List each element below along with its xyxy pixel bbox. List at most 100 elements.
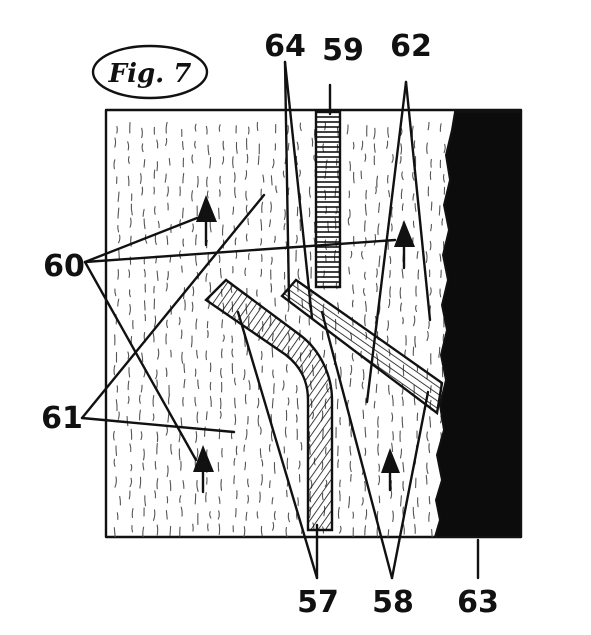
texture-stroke bbox=[232, 206, 235, 215]
texture-stroke bbox=[339, 366, 342, 379]
texture-stroke bbox=[154, 490, 157, 499]
texture-stroke bbox=[375, 282, 378, 293]
texture-stroke bbox=[428, 512, 431, 522]
texture-stroke bbox=[362, 369, 365, 381]
texture-stroke bbox=[377, 475, 381, 486]
texture-stroke bbox=[259, 448, 262, 459]
texture-stroke bbox=[260, 350, 263, 360]
texture-stroke bbox=[181, 351, 184, 364]
texture-stroke bbox=[364, 480, 366, 492]
texture-stroke bbox=[425, 251, 428, 263]
texture-stroke bbox=[349, 445, 352, 456]
texture-stroke bbox=[283, 223, 286, 231]
texture-stroke bbox=[182, 172, 185, 184]
texture-stroke bbox=[219, 175, 221, 184]
texture-stroke bbox=[414, 524, 416, 534]
texture-stroke bbox=[388, 384, 390, 395]
texture-stroke bbox=[339, 479, 341, 488]
texture-stroke bbox=[222, 334, 225, 342]
texture-stroke bbox=[364, 153, 367, 162]
texture-stroke bbox=[378, 463, 380, 472]
texture-stroke bbox=[209, 511, 212, 519]
texture-stroke bbox=[156, 478, 159, 490]
texture-stroke bbox=[221, 156, 225, 165]
texture-stroke bbox=[233, 475, 235, 485]
texture-stroke bbox=[191, 223, 194, 233]
texture-stroke bbox=[166, 319, 169, 329]
texture-stroke bbox=[221, 348, 223, 359]
texture-stroke bbox=[243, 526, 246, 537]
texture-stroke bbox=[287, 512, 291, 523]
texture-stroke bbox=[438, 205, 441, 216]
texture-stroke bbox=[131, 524, 134, 533]
texture-stroke bbox=[323, 349, 326, 358]
texture-stroke bbox=[430, 201, 433, 211]
texture-stroke bbox=[204, 426, 206, 437]
texture-stroke bbox=[245, 204, 248, 215]
texture-stroke bbox=[337, 459, 339, 468]
texture-stroke bbox=[130, 463, 133, 472]
flow-arrows bbox=[193, 195, 415, 494]
figure-title-group: Fig. 7 bbox=[91, 44, 209, 100]
texture-stroke bbox=[391, 442, 394, 453]
texture-stroke bbox=[427, 121, 430, 131]
texture-stroke bbox=[205, 125, 208, 135]
arrow-up-icon bbox=[193, 445, 214, 494]
texture-stroke bbox=[271, 497, 274, 505]
reference-numerals: 64 59 62 60 61 57 58 63 bbox=[41, 29, 499, 620]
texture-stroke bbox=[392, 510, 394, 523]
texture-stroke bbox=[166, 496, 169, 504]
texture-stroke bbox=[360, 170, 363, 180]
texture-stroke bbox=[347, 217, 350, 226]
texture-stroke bbox=[401, 203, 404, 211]
texture-stroke bbox=[308, 186, 311, 198]
texture-stroke bbox=[195, 431, 198, 443]
texture-stroke bbox=[270, 283, 273, 293]
texture-stroke bbox=[390, 223, 393, 232]
texture-stroke bbox=[248, 252, 250, 261]
texture-stroke bbox=[166, 465, 169, 478]
texture-stroke bbox=[209, 221, 212, 233]
texture-stroke bbox=[165, 121, 168, 134]
texture-stroke bbox=[361, 140, 364, 151]
texture-stroke bbox=[143, 218, 146, 230]
texture-stroke bbox=[138, 409, 141, 421]
texture-stroke bbox=[166, 235, 169, 246]
texture-stroke bbox=[143, 268, 146, 278]
texture-stroke bbox=[140, 384, 143, 393]
texture-stroke bbox=[152, 509, 156, 521]
texture-stroke bbox=[156, 431, 159, 443]
texture-stroke bbox=[234, 377, 237, 386]
texture-stroke bbox=[115, 445, 118, 456]
texture-stroke bbox=[194, 396, 197, 407]
texture-stroke bbox=[170, 443, 173, 455]
leader-60-b bbox=[83, 238, 397, 264]
texture-stroke bbox=[270, 430, 273, 442]
texture-stroke bbox=[182, 140, 184, 150]
texture-stroke bbox=[268, 219, 271, 228]
texture-stroke bbox=[387, 174, 389, 184]
texture-stroke bbox=[128, 289, 131, 298]
texture-stroke bbox=[127, 141, 130, 151]
texture-stroke bbox=[295, 385, 298, 394]
texture-stroke bbox=[128, 490, 131, 500]
texture-stroke bbox=[209, 395, 212, 408]
texture-stroke bbox=[243, 369, 246, 381]
texture-stroke bbox=[429, 416, 432, 428]
texture-stroke bbox=[180, 506, 183, 517]
texture-stroke bbox=[391, 412, 394, 422]
figure-title: Fig. 7 bbox=[108, 59, 192, 89]
texture-stroke bbox=[144, 495, 147, 507]
texture-stroke bbox=[139, 173, 142, 184]
texture-stroke bbox=[417, 269, 420, 280]
texture-stroke bbox=[412, 315, 416, 327]
texture-stroke bbox=[362, 409, 365, 420]
texture-stroke bbox=[443, 143, 446, 154]
texture-stroke bbox=[439, 253, 442, 262]
texture-stroke bbox=[364, 203, 367, 216]
texture-stroke bbox=[426, 330, 429, 342]
texture-stroke bbox=[169, 479, 172, 492]
texture-stroke bbox=[349, 161, 352, 172]
texture-stroke bbox=[247, 218, 250, 226]
texture-stroke bbox=[152, 394, 155, 407]
